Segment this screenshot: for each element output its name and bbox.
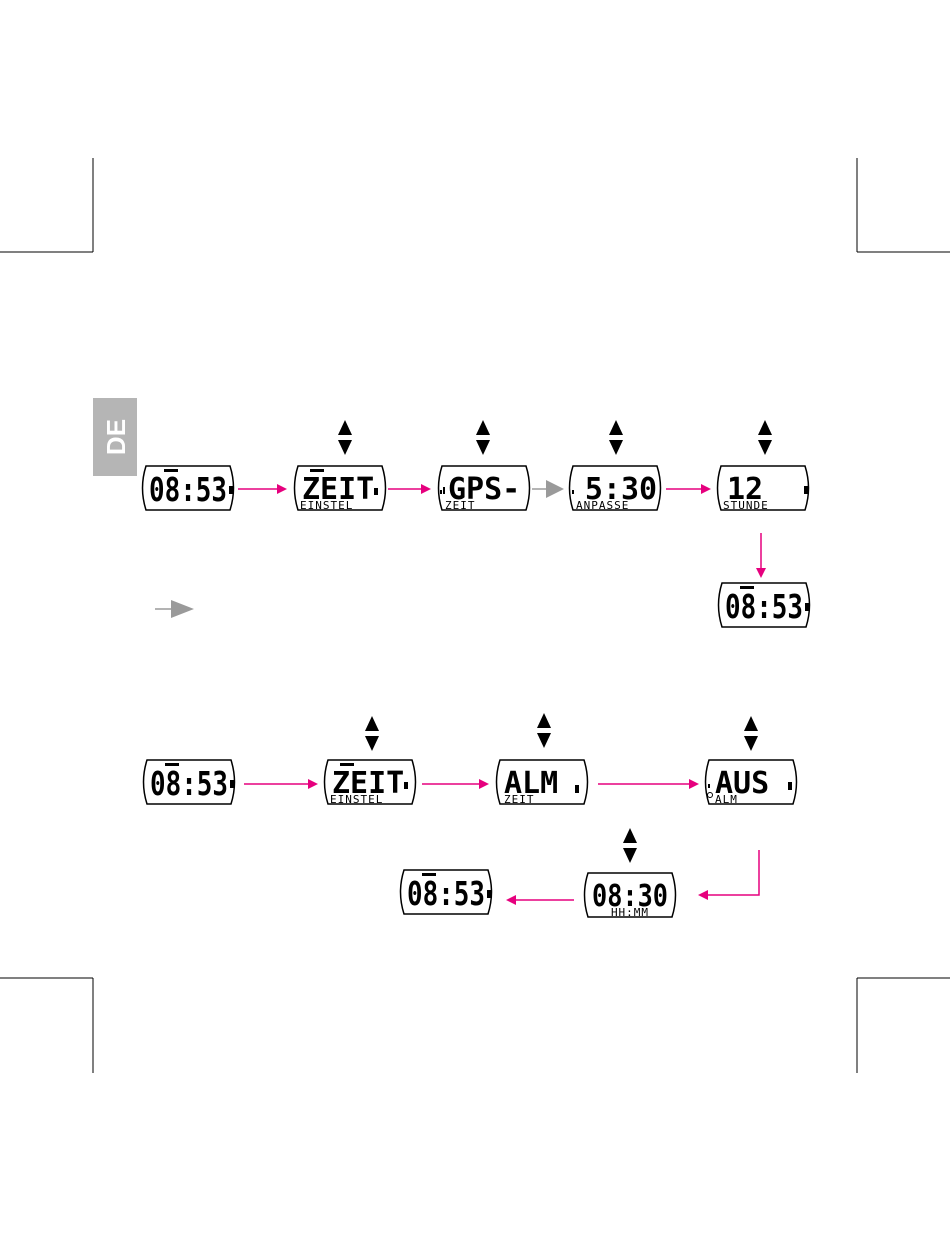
row1-display-1: 08:53: [143, 466, 234, 510]
display-main-text: 08:53: [725, 587, 803, 626]
up-down-button-icon: [365, 716, 379, 751]
display-sub-text: ALM: [715, 793, 738, 806]
display-sub-text: EINSTEL: [300, 499, 353, 512]
row2-display-1: 08:53: [144, 760, 235, 804]
language-tab-label: DE: [101, 419, 131, 455]
row1-display-4: 5:30 ANPASSE: [570, 466, 661, 512]
row2-display-2: ZEIT EINSTEL: [325, 760, 416, 806]
alt-flow-arrow: [532, 480, 564, 498]
display-main-text: 08:53: [150, 764, 228, 803]
row1-result-display: 08:53: [719, 583, 810, 627]
row1-display-2: ZEIT EINSTEL: [295, 466, 386, 512]
display-sub-text: HH:MM: [611, 906, 649, 919]
up-down-button-icon: [476, 420, 490, 455]
display-sub-text: EINSTEL: [330, 793, 383, 806]
row2-display-hhmm: 08:30 HH:MM: [585, 873, 676, 919]
display-sub-text: ZEIT: [504, 793, 535, 806]
flow-arrow: [700, 850, 759, 895]
language-tab: DE: [93, 398, 137, 476]
legend-alt-arrow: [155, 600, 194, 618]
display-main-text: 08:53: [149, 470, 227, 509]
row1-display-5: 12 STUNDE: [718, 466, 809, 512]
up-down-button-icon: [623, 828, 637, 863]
row2-result-display: 08:53: [401, 870, 492, 914]
display-main-text: 08:53: [407, 874, 485, 913]
up-down-button-icon: [338, 420, 352, 455]
up-down-button-icon: [609, 420, 623, 455]
display-sub-text: STUNDE: [723, 499, 769, 512]
up-down-button-icon: [758, 420, 772, 455]
up-down-button-icon: [744, 716, 758, 751]
row1-display-3: GPS- ZEIT: [439, 466, 530, 512]
row2-display-4: AUS ALM: [706, 760, 797, 806]
up-down-button-icon: [537, 713, 551, 748]
display-sub-text: ZEIT: [445, 499, 476, 512]
display-sub-text: ANPASSE: [576, 499, 629, 512]
row2-display-3: ALM ZEIT: [497, 760, 588, 806]
